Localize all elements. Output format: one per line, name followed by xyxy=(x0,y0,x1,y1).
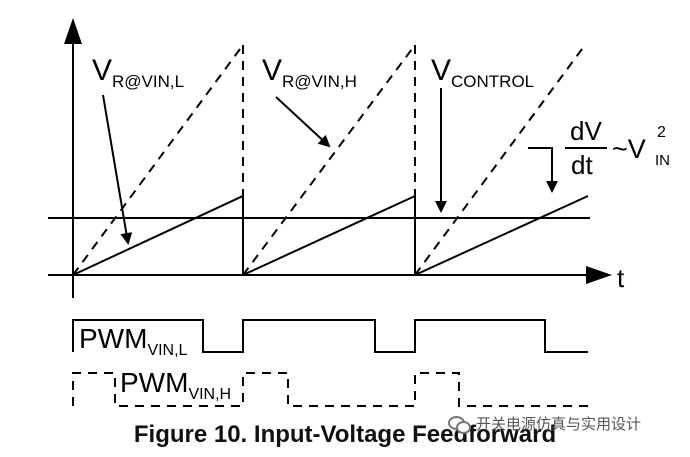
pointer-arrows xyxy=(102,88,558,245)
watermark: 开关电源仿真与实用设计 xyxy=(448,413,641,434)
ramp-low-2 xyxy=(242,194,416,276)
label-vr-low: VR@VIN,L xyxy=(92,54,184,91)
label-dt: dt xyxy=(571,150,593,180)
pwm-low-waveform xyxy=(72,319,588,353)
label-pwm-low: PWMVIN,L xyxy=(79,323,188,359)
chat-bubbles-icon xyxy=(448,415,471,434)
pwm-high-waveform xyxy=(72,372,588,407)
ramp-low-1 xyxy=(72,194,244,276)
label-proportional: ~V xyxy=(612,134,646,164)
label-vcontrol: VCONTROL xyxy=(431,54,534,91)
label-dv: dV xyxy=(570,116,602,146)
ramp-high-vin xyxy=(72,44,586,276)
ramp-low-3 xyxy=(414,195,589,276)
figure-caption: Figure 10. Input-Voltage Feedforward xyxy=(133,421,557,448)
label-prop-superscript: 2 xyxy=(657,124,666,141)
arrow-to-ramp-high xyxy=(275,96,331,148)
y-axis-arrowhead xyxy=(64,18,82,44)
watermark-text: 开关电源仿真与实用设计 xyxy=(476,415,642,433)
ramp-low-vin xyxy=(72,194,589,276)
label-prop-subscript: IN xyxy=(655,152,670,169)
label-pwm-high: PWMVIN,H xyxy=(120,367,231,403)
arrow-slope-indicator xyxy=(528,147,558,193)
arrow-to-ramp-low xyxy=(102,94,133,245)
x-axis-arrowhead xyxy=(586,266,612,284)
axes xyxy=(48,18,612,298)
label-t-axis: t xyxy=(617,263,625,293)
label-vr-high: VR@VIN,H xyxy=(262,54,357,91)
